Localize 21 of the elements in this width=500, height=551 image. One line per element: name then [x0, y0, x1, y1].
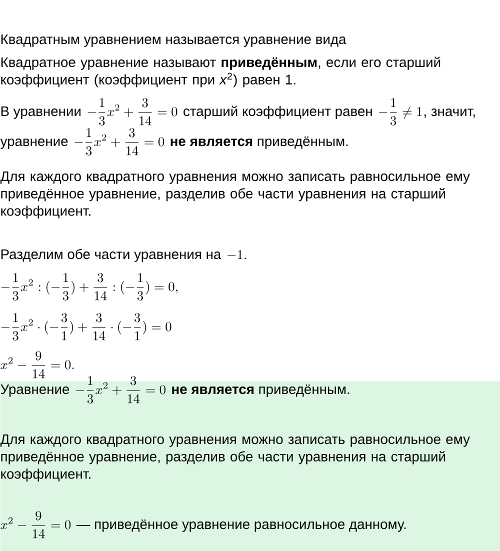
text-line: Уравнение — [0, 384, 70, 397]
math-formula: $-1.$ — [228, 250, 246, 259]
text-line: , значит, — [424, 108, 475, 118]
text-paragraph: Для каждого квадратного уравнения можно записать равносильное ему приведённое уравнение, разделив обе части уравнения на старший коэффициент. — [0, 434, 470, 482]
text-line: Разделим обе части уравнения на — [1, 248, 222, 262]
text-line: не является приведённым. — [170, 136, 348, 149]
math-formula: $-\frac{1}{3}x^2:(-\frac{1}{3})+\frac{3}{14}:(-\frac{1}{3})=0,$ — [1, 273, 178, 300]
text-line: старший коэффициент равен — [184, 106, 372, 119]
math-formula: $-\frac{1}{3}\neq 1$ — [379, 98, 422, 126]
text-paragraph: Квадратное уравнение называют приведённым, если его старший коэффициент (коэффициент при x$^{2}$) равен 1. — [1, 56, 440, 88]
math-formula: $-\frac{1}{3}x^2+\frac{3}{14}=0$ — [76, 376, 166, 404]
text-line: не является приведённым. — [172, 384, 350, 397]
text-paragraph: Для каждого квадратного уравнения можно записать равносильное ему приведённое уравнение, разделив обе части уравнения на старший коэффициент. — [0, 171, 470, 219]
math-formula: $-\frac{1}{3}x^2\cdot(-\frac{3}{1})+\frac{3}{14}\cdot(-\frac{3}{1})=0$ — [1, 313, 172, 340]
text-line: В уравнении — [1, 106, 80, 119]
math-formula: $x^2-\frac{9}{14}=0$ — [0, 511, 71, 538]
text-line: — приведённое уравнение равносильное данному. — [76, 520, 406, 532]
math-formula: $-\frac{1}{3}x^2+\frac{3}{14}=0$ — [88, 98, 178, 126]
math-formula: $-\frac{1}{3}x^2+\frac{3}{14}=0$ — [74, 128, 164, 156]
text-line: Квадратным уравнением называется уравнение вида — [1, 34, 346, 47]
text-line: уравнение — [0, 138, 68, 149]
